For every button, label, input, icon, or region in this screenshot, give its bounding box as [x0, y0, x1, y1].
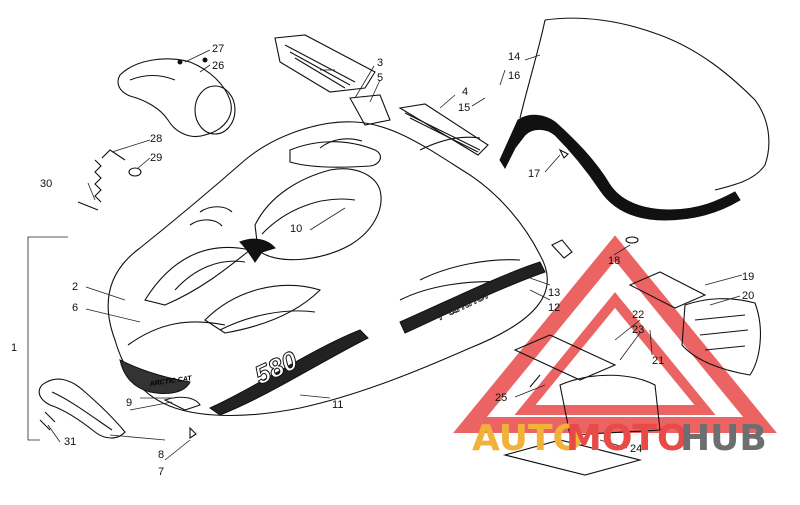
- side-decal-lower: [208, 329, 369, 416]
- callout-24: 24: [630, 443, 642, 455]
- callout-3: 3: [377, 57, 383, 69]
- callout-19: 19: [742, 271, 754, 283]
- callout-15: 15: [458, 102, 470, 114]
- callout-7: 7: [158, 466, 164, 478]
- callout-6: 6: [72, 302, 78, 314]
- callout-30: 30: [40, 178, 52, 190]
- headlight-housing-part: [117, 57, 236, 138]
- side-script-text: Panther: [435, 284, 494, 323]
- watermark-logo: [453, 235, 777, 433]
- callout-31: 31: [64, 436, 76, 448]
- watermark-hub: HUB: [680, 418, 767, 459]
- lower-front-parts: [38, 378, 201, 440]
- callout-28: 28: [150, 133, 162, 145]
- watermark-triangle-inner: [514, 292, 716, 415]
- callout-labels: 1 2 3 4 5 6 7 8 9 10 11 12 13 14 15 16 1…: [11, 43, 754, 478]
- hood-assembly: [107, 121, 548, 417]
- callout-1: 1: [11, 342, 17, 354]
- callout-20: 20: [742, 290, 754, 302]
- callout-23: 23: [632, 324, 644, 336]
- watermark-moto: MOTO: [566, 418, 688, 459]
- top-decals: [274, 34, 489, 156]
- right-parts: [502, 239, 761, 476]
- callout-9: 9: [126, 397, 132, 409]
- callout-27: 27: [212, 43, 224, 55]
- callout-22: 22: [632, 309, 644, 321]
- callout-18: 18: [608, 255, 620, 267]
- windshield: [499, 17, 770, 244]
- spring-assembly: [77, 149, 142, 211]
- cat-emblem: [239, 238, 276, 263]
- hood-outline: [107, 121, 548, 417]
- callout-21: 21: [652, 355, 664, 367]
- hood-nose: [119, 359, 191, 395]
- callout-4: 4: [462, 86, 468, 98]
- callout-11: 11: [332, 399, 343, 411]
- callout-13: 13: [548, 287, 560, 299]
- watermark-triangle-outer: [453, 235, 777, 433]
- callout-5: 5: [377, 72, 383, 84]
- callout-2: 2: [72, 281, 78, 293]
- callout-16: 16: [508, 70, 520, 82]
- callout-17: 17: [528, 168, 540, 180]
- leader-lines: [27, 49, 743, 461]
- callout-29: 29: [150, 152, 162, 164]
- watermark-auto: AUTO: [472, 418, 583, 459]
- callout-26: 26: [212, 60, 224, 72]
- callout-10: 10: [290, 223, 302, 235]
- callout-12: 12: [548, 302, 560, 314]
- watermark-text: AUTO MOTO HUB: [472, 418, 767, 459]
- callout-8: 8: [158, 449, 164, 461]
- callout-25: 25: [495, 392, 507, 404]
- callout-14: 14: [508, 51, 520, 63]
